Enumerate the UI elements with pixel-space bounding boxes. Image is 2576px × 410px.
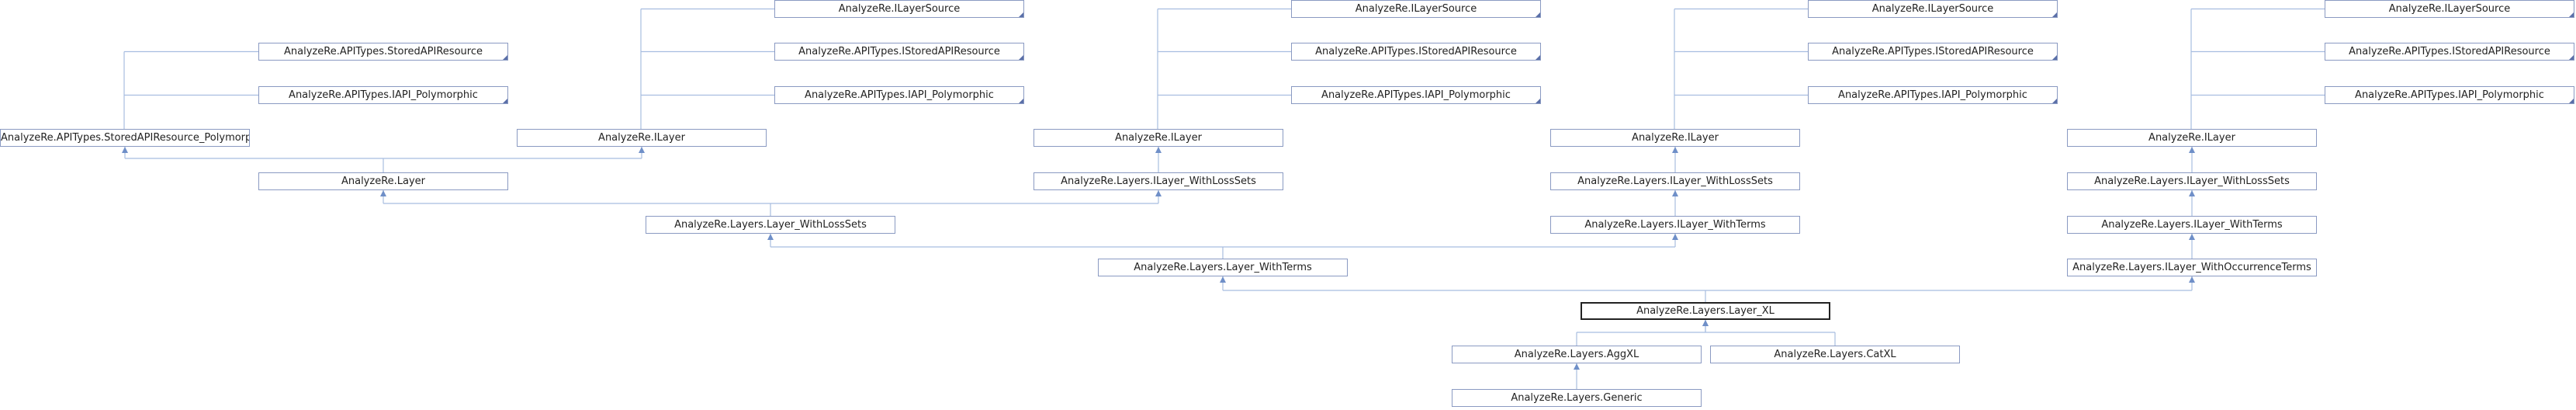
class-node-ilayer2[interactable]: AnalyzeRe.ILayer xyxy=(1034,129,1283,147)
class-node-l1_polyA[interactable]: AnalyzeRe.APITypes.IAPI_Polymorphic xyxy=(774,86,1024,104)
external-link-corner-icon xyxy=(2052,99,2057,103)
class-node-generic[interactable]: AnalyzeRe.Layers.Generic xyxy=(1452,389,1702,407)
external-link-corner-icon xyxy=(1536,12,1540,17)
arrow-up-icon xyxy=(639,147,645,153)
class-node-aggxl[interactable]: AnalyzeRe.Layers.AggXL xyxy=(1452,346,1702,363)
inheritance-edges xyxy=(122,5,2331,389)
arrow-up-icon xyxy=(1672,190,1678,196)
class-node-label: AnalyzeRe.Layers.ILayer_WithLossSets xyxy=(2094,175,2290,187)
class-node-l4_polyD[interactable]: AnalyzeRe.APITypes.IAPI_Polymorphic xyxy=(2325,86,2574,104)
external-link-corner-icon xyxy=(2569,55,2574,60)
class-node-lwls[interactable]: AnalyzeRe.Layers.Layer_WithLossSets xyxy=(646,216,895,234)
class-node-l4_storedD[interactable]: AnalyzeRe.APITypes.IStoredAPIResource xyxy=(2325,43,2574,61)
class-node-label: AnalyzeRe.ILayerSource xyxy=(838,3,961,15)
arrow-up-icon xyxy=(1155,190,1162,196)
class-node-storedResPoly[interactable]: AnalyzeRe.APITypes.StoredAPIResource_Pol… xyxy=(0,129,250,147)
class-node-label: AnalyzeRe.APITypes.StoredAPIResource xyxy=(284,46,483,57)
arrow-up-icon xyxy=(2189,276,2195,283)
arrow-up-icon xyxy=(380,190,386,196)
class-node-ilayer3[interactable]: AnalyzeRe.ILayer xyxy=(1550,129,1800,147)
external-link-corner-icon xyxy=(1536,55,1540,60)
class-node-l1_srcA[interactable]: AnalyzeRe.ILayerSource xyxy=(774,0,1024,18)
arrow-up-icon xyxy=(1672,234,1678,240)
class-node-label: AnalyzeRe.ILayer xyxy=(2148,132,2235,144)
class-node-layer[interactable]: AnalyzeRe.Layer xyxy=(258,172,508,190)
external-link-corner-icon xyxy=(2052,12,2057,17)
class-node-l2_storedB[interactable]: AnalyzeRe.APITypes.IStoredAPIResource xyxy=(1291,43,1541,61)
external-link-corner-icon xyxy=(1019,12,1023,17)
class-node-label: AnalyzeRe.APITypes.IStoredAPIResource xyxy=(798,46,1000,57)
class-node-l3_srcC[interactable]: AnalyzeRe.ILayerSource xyxy=(1808,0,2058,18)
class-node-layerxl[interactable]: AnalyzeRe.Layers.Layer_XL xyxy=(1581,302,1830,320)
class-node-label: AnalyzeRe.APITypes.IStoredAPIResource xyxy=(1315,46,1517,57)
class-node-label: AnalyzeRe.APITypes.IAPI_Polymorphic xyxy=(1838,89,2027,101)
class-node-label: AnalyzeRe.APITypes.IAPI_Polymorphic xyxy=(2355,89,2544,101)
class-node-label: AnalyzeRe.ILayerSource xyxy=(2388,3,2511,15)
class-node-label: AnalyzeRe.APITypes.IAPI_Polymorphic xyxy=(1321,89,1511,101)
class-node-label: AnalyzeRe.Layers.Layer_XL xyxy=(1636,305,1774,317)
arrow-up-icon xyxy=(122,147,128,153)
class-node-label: AnalyzeRe.Layers.CatXL xyxy=(1774,349,1896,360)
class-node-iapiPoly0[interactable]: AnalyzeRe.APITypes.IAPI_Polymorphic xyxy=(258,86,508,104)
class-node-l2_polyB[interactable]: AnalyzeRe.APITypes.IAPI_Polymorphic xyxy=(1291,86,1541,104)
class-node-l1_storedA[interactable]: AnalyzeRe.APITypes.IStoredAPIResource xyxy=(774,43,1024,61)
external-link-corner-icon xyxy=(2569,12,2574,17)
class-node-label: AnalyzeRe.ILayer xyxy=(1632,132,1719,144)
external-link-corner-icon xyxy=(1019,99,1023,103)
class-node-ilayer1[interactable]: AnalyzeRe.ILayer xyxy=(517,129,767,147)
arrow-up-icon xyxy=(1155,147,1162,153)
arrow-up-icon xyxy=(2189,234,2195,240)
class-node-label: AnalyzeRe.Layers.ILayer_WithLossSets xyxy=(1577,175,1773,187)
class-node-label: AnalyzeRe.Layers.AggXL xyxy=(1514,349,1639,360)
arrow-up-icon xyxy=(1672,147,1678,153)
arrow-up-icon xyxy=(1702,320,1709,326)
class-node-label: AnalyzeRe.Layers.ILayer_WithOccurrenceTe… xyxy=(2072,262,2311,273)
class-node-label: AnalyzeRe.ILayerSource xyxy=(1871,3,1994,15)
class-node-catxl[interactable]: AnalyzeRe.Layers.CatXL xyxy=(1710,346,1960,363)
arrow-up-icon xyxy=(2189,190,2195,196)
class-node-l3_polyC[interactable]: AnalyzeRe.APITypes.IAPI_Polymorphic xyxy=(1808,86,2058,104)
class-node-label: AnalyzeRe.ILayer xyxy=(598,132,685,144)
class-node-ilwt2[interactable]: AnalyzeRe.Layers.ILayer_WithTerms xyxy=(2067,216,2317,234)
class-node-l2_srcB[interactable]: AnalyzeRe.ILayerSource xyxy=(1291,0,1541,18)
class-node-label: AnalyzeRe.Layers.ILayer_WithTerms xyxy=(2101,219,2283,231)
arrow-up-icon xyxy=(1220,276,1226,283)
class-node-storedRes[interactable]: AnalyzeRe.APITypes.StoredAPIResource xyxy=(258,43,508,61)
class-node-label: AnalyzeRe.APITypes.IAPI_Polymorphic xyxy=(289,89,478,101)
class-node-ilwls3[interactable]: AnalyzeRe.Layers.ILayer_WithLossSets xyxy=(2067,172,2317,190)
external-link-corner-icon xyxy=(2569,99,2574,103)
class-node-ilwot[interactable]: AnalyzeRe.Layers.ILayer_WithOccurrenceTe… xyxy=(2067,259,2317,276)
class-node-label: AnalyzeRe.Layers.Layer_WithTerms xyxy=(1134,262,1312,273)
class-node-ilwt1[interactable]: AnalyzeRe.Layers.ILayer_WithTerms xyxy=(1550,216,1800,234)
class-node-label: AnalyzeRe.Layer xyxy=(341,175,426,187)
class-node-label: AnalyzeRe.Layers.ILayer_WithTerms xyxy=(1584,219,1766,231)
class-node-label: AnalyzeRe.ILayer xyxy=(1115,132,1202,144)
arrow-up-icon xyxy=(1574,363,1580,370)
class-node-ilwls1[interactable]: AnalyzeRe.Layers.ILayer_WithLossSets xyxy=(1034,172,1283,190)
arrow-up-icon xyxy=(767,234,774,240)
external-link-corner-icon xyxy=(503,55,507,60)
class-node-label: AnalyzeRe.APITypes.IStoredAPIResource xyxy=(2349,46,2550,57)
class-node-label: AnalyzeRe.Layers.Layer_WithLossSets xyxy=(674,219,867,231)
class-node-label: AnalyzeRe.APITypes.IStoredAPIResource xyxy=(1832,46,2034,57)
external-link-corner-icon xyxy=(1536,99,1540,103)
arrow-up-icon xyxy=(2189,147,2195,153)
class-node-ilayer4[interactable]: AnalyzeRe.ILayer xyxy=(2067,129,2317,147)
class-node-label: AnalyzeRe.Layers.ILayer_WithLossSets xyxy=(1061,175,1256,187)
class-node-label: AnalyzeRe.APITypes.StoredAPIResource_Pol… xyxy=(1,132,250,144)
external-link-corner-icon xyxy=(2052,55,2057,60)
external-link-corner-icon xyxy=(1019,55,1023,60)
class-node-label: AnalyzeRe.ILayerSource xyxy=(1355,3,1477,15)
class-node-label: AnalyzeRe.APITypes.IAPI_Polymorphic xyxy=(805,89,994,101)
external-link-corner-icon xyxy=(503,99,507,103)
class-node-l3_storedC[interactable]: AnalyzeRe.APITypes.IStoredAPIResource xyxy=(1808,43,2058,61)
class-node-lwt[interactable]: AnalyzeRe.Layers.Layer_WithTerms xyxy=(1098,259,1348,276)
class-node-ilwls2[interactable]: AnalyzeRe.Layers.ILayer_WithLossSets xyxy=(1550,172,1800,190)
class-node-l4_srcD[interactable]: AnalyzeRe.ILayerSource xyxy=(2325,0,2574,18)
class-node-label: AnalyzeRe.Layers.Generic xyxy=(1511,392,1643,404)
